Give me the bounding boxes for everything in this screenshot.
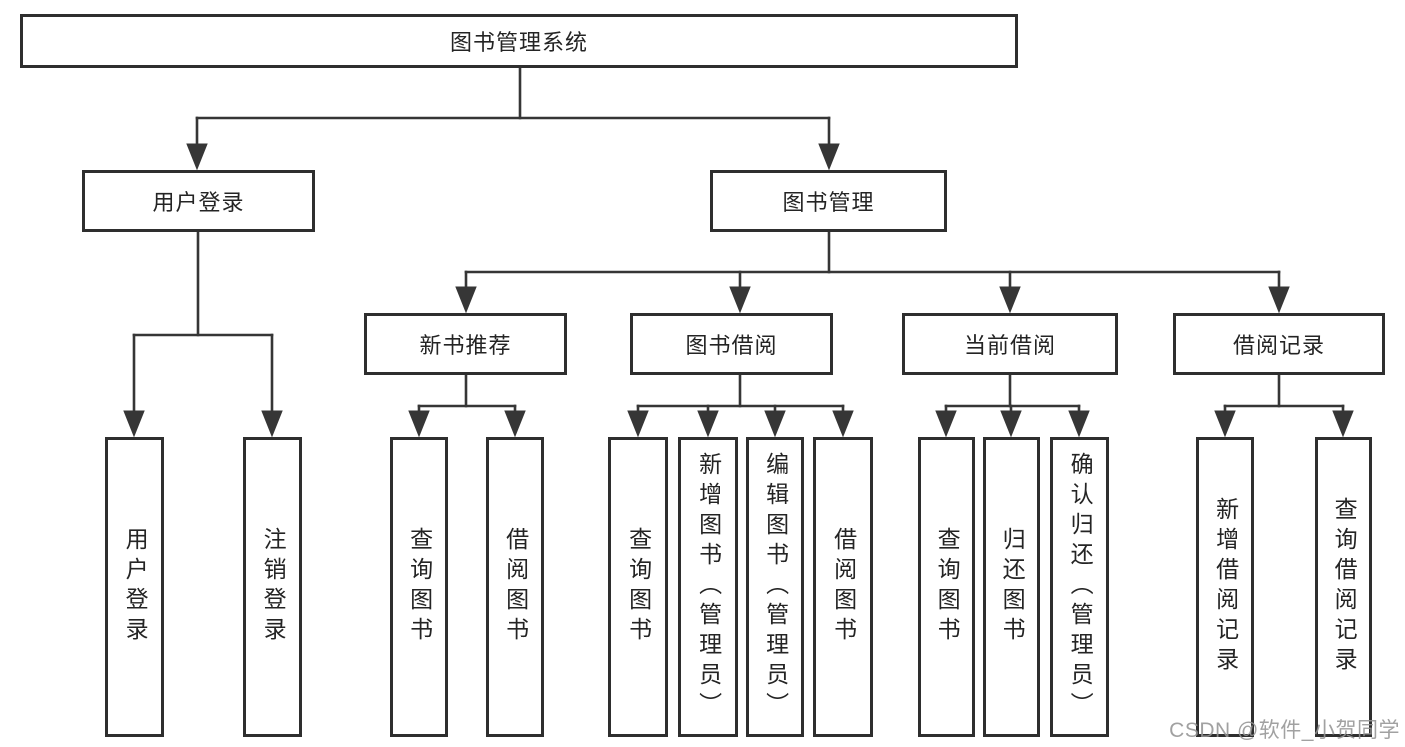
node-user-login: 用户登录 bbox=[82, 170, 315, 232]
arrowhead bbox=[123, 410, 145, 438]
node-label: 查询借阅记录 bbox=[1331, 497, 1358, 677]
node-label: 图书借阅 bbox=[685, 333, 778, 358]
leaf-query-books-borrowing: 查询图书 bbox=[608, 437, 668, 737]
leaf-add-borrowing-record: 新增借阅记录 bbox=[1196, 437, 1254, 737]
leaf-user-login: 用户登录 bbox=[105, 437, 164, 737]
leaf-return-books: 归还图书 bbox=[983, 437, 1040, 737]
node-current-borrowing: 当前借阅 bbox=[902, 313, 1118, 375]
node-label: 借阅记录 bbox=[1232, 333, 1325, 358]
arrowhead bbox=[1332, 410, 1354, 438]
node-label: 当前借阅 bbox=[963, 333, 1056, 358]
arrowhead bbox=[627, 410, 649, 438]
arrowhead bbox=[818, 143, 840, 171]
node-label: 编辑图书（管理员） bbox=[762, 452, 789, 722]
connector-user-login-to-leaves bbox=[123, 228, 283, 438]
node-label: 归还图书 bbox=[999, 527, 1026, 647]
node-root: 图书管理系统 bbox=[20, 14, 1018, 68]
arrowhead bbox=[729, 286, 751, 314]
leaf-borrow-books-borrowing: 借阅图书 bbox=[813, 437, 873, 737]
node-label: 图书管理系统 bbox=[449, 30, 588, 55]
leaf-query-books-current: 查询图书 bbox=[918, 437, 975, 737]
leaf-edit-book-admin: 编辑图书（管理员） bbox=[746, 437, 804, 737]
arrowhead bbox=[261, 410, 283, 438]
node-label: 用户登录 bbox=[122, 527, 149, 647]
arrowhead bbox=[1214, 410, 1236, 438]
node-label: 查询图书 bbox=[934, 527, 961, 647]
arrowhead bbox=[1268, 286, 1290, 314]
node-label: 图书管理 bbox=[782, 190, 875, 215]
node-book-borrowing: 图书借阅 bbox=[630, 313, 833, 375]
arrowhead bbox=[408, 410, 430, 438]
node-new-book-recommend: 新书推荐 bbox=[364, 313, 567, 375]
arrowhead bbox=[1000, 410, 1022, 438]
leaf-confirm-return-admin: 确认归还（管理员） bbox=[1050, 437, 1109, 737]
arrowhead bbox=[832, 410, 854, 438]
node-book-management: 图书管理 bbox=[710, 170, 947, 232]
leaf-query-books-recommend: 查询图书 bbox=[390, 437, 448, 737]
node-borrowing-records: 借阅记录 bbox=[1173, 313, 1385, 375]
arrowhead bbox=[999, 286, 1021, 314]
arrowhead bbox=[1068, 410, 1090, 438]
connector-root-to-level2 bbox=[186, 64, 840, 171]
node-label: 注销登录 bbox=[260, 527, 287, 647]
node-label: 新增图书（管理员） bbox=[695, 452, 722, 722]
node-label: 确认归还（管理员） bbox=[1067, 452, 1094, 722]
node-label: 查询图书 bbox=[406, 527, 433, 647]
arrowhead bbox=[504, 410, 526, 438]
leaf-query-borrowing-record: 查询借阅记录 bbox=[1315, 437, 1372, 737]
connector-book-borrowing-to-leaves bbox=[627, 371, 854, 438]
leaf-add-book-admin: 新增图书（管理员） bbox=[678, 437, 738, 737]
leaf-borrow-books-recommend: 借阅图书 bbox=[486, 437, 544, 737]
node-label: 借阅图书 bbox=[502, 527, 529, 647]
node-label: 查询图书 bbox=[625, 527, 652, 647]
node-label: 用户登录 bbox=[152, 190, 245, 215]
arrowhead bbox=[935, 410, 957, 438]
csdn-watermark: CSDN @软件_小贺同学 bbox=[1169, 719, 1400, 742]
node-label: 新书推荐 bbox=[419, 333, 512, 358]
connector-new-book-recommend-to-leaves bbox=[408, 371, 526, 438]
node-label: 新增借阅记录 bbox=[1212, 497, 1239, 677]
node-label: 借阅图书 bbox=[830, 527, 857, 647]
connector-book-management-to-level3 bbox=[455, 228, 1290, 314]
arrowhead bbox=[455, 286, 477, 314]
arrowhead bbox=[697, 410, 719, 438]
arrowhead bbox=[764, 410, 786, 438]
arrowhead bbox=[186, 143, 208, 171]
leaf-logout: 注销登录 bbox=[243, 437, 302, 737]
connector-borrowing-records-to-leaves bbox=[1214, 371, 1354, 438]
connector-current-borrowing-to-leaves bbox=[935, 371, 1090, 438]
